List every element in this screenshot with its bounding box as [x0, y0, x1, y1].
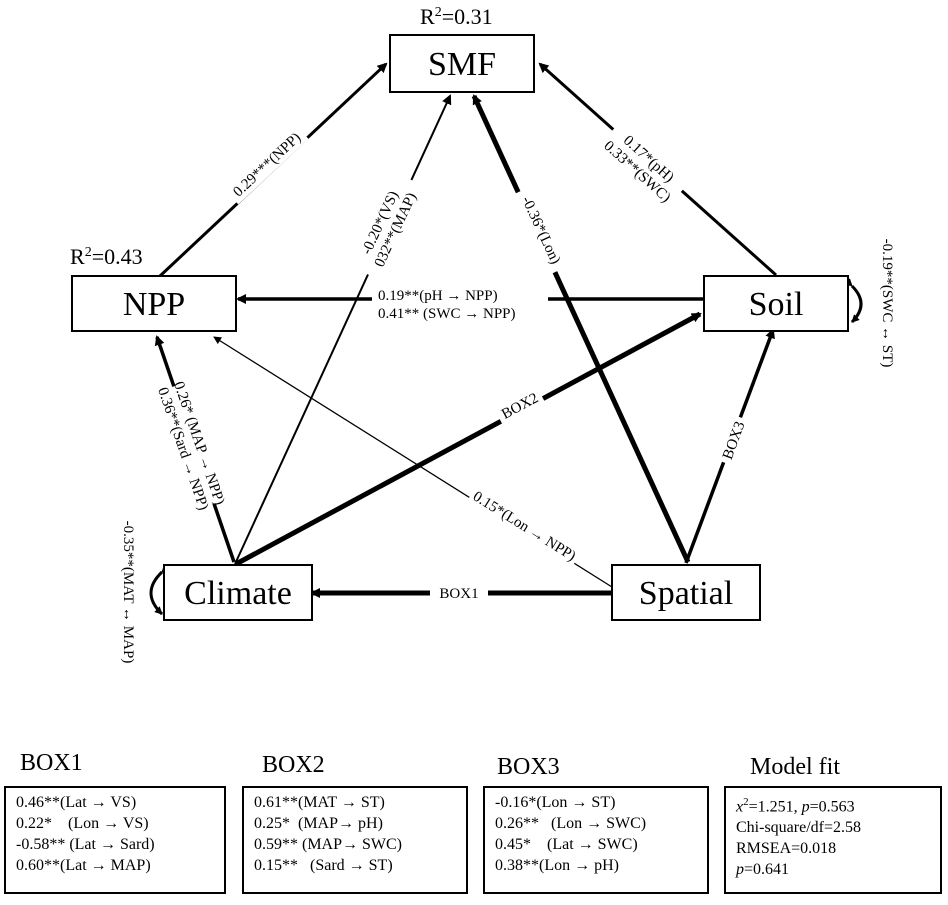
svg-text:-0.19**(SWC ↔ ST): -0.19**(SWC ↔ ST): [879, 239, 895, 368]
covariance-arc-climate: [149, 564, 170, 616]
node-soil: Soil: [703, 275, 849, 332]
box1: 0.46**(Lat → VS) 0.22* (Lon → VS) -0.58*…: [4, 786, 226, 894]
model-fit-title: Model fit: [750, 754, 840, 780]
node-npp: NPP: [71, 275, 237, 332]
model-fit-chi-df: Chi-square/df=2.58: [736, 819, 861, 837]
box1-line: -0.58** (Lat → Sard): [16, 836, 155, 853]
edge-label-spatial-smf: -0.36*(Lon): [513, 187, 567, 274]
box2-title: BOX2: [262, 752, 325, 778]
node-climate-label: Climate: [184, 575, 292, 612]
edge-label-npp-smf: 0.29***(NPP): [226, 126, 309, 205]
svg-text:BOX3: BOX3: [720, 419, 748, 461]
edge-label-spatial-soil: BOX3: [718, 415, 751, 467]
svg-text:0.41** (SWC → NPP): 0.41** (SWC → NPP): [378, 306, 516, 322]
edge-label-spatial-npp: 0.15*(Lon → NPP): [466, 486, 581, 568]
box3-line: 0.45* (Lat → SWC): [495, 836, 638, 853]
covariance-arc-soil: [844, 278, 863, 324]
edge-label-climate-soil: BOX2: [495, 388, 546, 426]
model-fit-chi: x2=1.251, p=0.563: [736, 796, 855, 816]
node-spatial-label: Spatial: [639, 575, 733, 612]
svg-text:0.29***(NPP): 0.29***(NPP): [230, 130, 304, 201]
edge-label-spatial-climate: BOX1: [430, 584, 488, 602]
path-diagram: SMF R2=0.31 NPP R2=0.43 Soil Climate Spa…: [70, 4, 895, 664]
svg-text:BOX1: BOX1: [439, 586, 478, 602]
node-npp-label: NPP: [123, 286, 185, 323]
svg-text:-0.36*(Lon): -0.36*(Lon): [518, 194, 563, 267]
node-smf: SMF: [389, 34, 535, 93]
node-climate: Climate: [163, 564, 313, 621]
edge-label-climate-smf: -0.20*(VS) 032**(MAP): [350, 171, 426, 281]
edge-label-soil-smf: 0.17*(pH) 0.33**(SWC): [597, 121, 689, 209]
svg-text:BOX2: BOX2: [499, 390, 541, 423]
edge-label-climate-self: -0.35**(MAT ↔ MAP): [120, 521, 136, 664]
svg-text:0.15*(Lon → NPP): 0.15*(Lon → NPP): [470, 489, 578, 565]
node-smf-label: SMF: [428, 46, 496, 83]
edge-label-climate-npp: 0.26* (MAP → NPP) 0.36**(Sard → NPP): [154, 380, 228, 512]
box2-line: 0.59** (MAP→ SWC): [254, 836, 403, 853]
node-spatial: Spatial: [611, 564, 761, 621]
model-fit-box: x2=1.251, p=0.563 Chi-square/df=2.58 RMS…: [724, 786, 942, 894]
box2-line: 0.15** (Sard → ST): [254, 857, 393, 874]
arrow-spatial-to-smf: [471, 94, 691, 564]
box3-line: 0.26** (Lon → SWC): [495, 815, 647, 832]
box3: -0.16*(Lon → ST) 0.26** (Lon → SWC) 0.45…: [483, 786, 709, 894]
box3-line: 0.38**(Lon → pH): [495, 857, 619, 874]
model-fit-p: p=0.641: [736, 861, 790, 879]
box1-line: 0.22* (Lon → VS): [16, 815, 149, 832]
arrow-climate-to-smf: [234, 94, 452, 565]
box3-title: BOX3: [497, 754, 560, 780]
box1-title: BOX1: [20, 750, 83, 776]
box2-line: 0.25* (MAP→ pH): [254, 815, 383, 832]
edge-label-soil-self: -0.19**(SWC ↔ ST): [879, 239, 895, 368]
box2: 0.61**(MAT → ST) 0.25* (MAP→ pH) 0.59** …: [242, 786, 468, 894]
edge-label-soil-npp: 0.19**(pH → NPP) 0.41** (SWC → NPP): [372, 287, 548, 323]
box2-line: 0.61**(MAT → ST): [254, 794, 385, 811]
box1-line: 0.60**(Lat → MAP): [16, 857, 151, 874]
box1-line: 0.46**(Lat → VS): [16, 794, 137, 811]
box3-line: -0.16*(Lon → ST): [495, 794, 616, 811]
arrow-climate-to-soil: [234, 311, 702, 567]
node-soil-label: Soil: [749, 286, 804, 323]
r2-npp: R2=0.43: [70, 244, 143, 269]
r2-smf: R2=0.31: [420, 4, 493, 29]
svg-text:0.19**(pH → NPP): 0.19**(pH → NPP): [378, 288, 498, 304]
svg-text:-0.35**(MAT ↔ MAP): -0.35**(MAT ↔ MAP): [120, 521, 136, 664]
model-fit-rmsea: RMSEA=0.018: [736, 840, 837, 858]
